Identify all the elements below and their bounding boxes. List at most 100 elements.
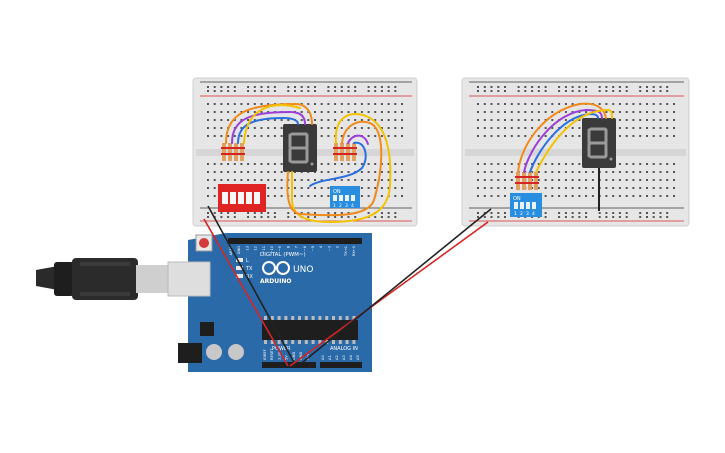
hole bbox=[320, 111, 323, 113]
wire-blue[interactable] bbox=[309, 141, 367, 187]
dip-toggle[interactable] bbox=[333, 195, 337, 201]
dip-toggle[interactable] bbox=[222, 192, 228, 204]
hole bbox=[354, 179, 357, 181]
hole bbox=[483, 86, 486, 88]
hole bbox=[524, 90, 527, 92]
resistor bbox=[346, 143, 350, 161]
hole bbox=[207, 216, 209, 218]
power-header[interactable] bbox=[262, 362, 316, 368]
wire-orange[interactable] bbox=[286, 120, 383, 217]
hole bbox=[300, 179, 303, 181]
dip-toggle[interactable] bbox=[514, 202, 518, 209]
hole bbox=[646, 216, 648, 218]
hole bbox=[625, 103, 628, 105]
wire-blue[interactable] bbox=[237, 116, 299, 144]
hole bbox=[504, 135, 506, 137]
dip-toggle[interactable] bbox=[532, 202, 536, 209]
wire-orange[interactable] bbox=[225, 102, 313, 144]
hole bbox=[247, 111, 250, 113]
wires-left[interactable] bbox=[225, 102, 392, 224]
power-jack[interactable] bbox=[178, 343, 202, 363]
dip-switch-red[interactable] bbox=[218, 184, 266, 212]
hole bbox=[220, 90, 223, 92]
hole bbox=[551, 179, 554, 181]
wire-red[interactable] bbox=[203, 218, 289, 367]
hole bbox=[517, 86, 520, 88]
hole bbox=[605, 171, 608, 173]
hole bbox=[247, 179, 250, 181]
dip-toggle[interactable] bbox=[526, 202, 530, 209]
hole bbox=[578, 90, 581, 92]
hole bbox=[578, 86, 581, 88]
dip-toggle[interactable] bbox=[254, 192, 260, 204]
hole bbox=[213, 179, 216, 181]
hole bbox=[287, 86, 290, 88]
hole bbox=[673, 135, 675, 137]
digital-header-label: DIGITAL (PWM~) bbox=[260, 252, 306, 258]
wire-yellow[interactable] bbox=[535, 108, 613, 173]
seven-segment-display-right[interactable] bbox=[582, 118, 616, 168]
hole bbox=[220, 103, 223, 105]
hole bbox=[347, 111, 350, 113]
dip-switch-blue-left[interactable]: ON 1 2 3 4 bbox=[330, 186, 360, 209]
wire-purple[interactable] bbox=[231, 110, 306, 144]
chip-pin bbox=[311, 316, 315, 320]
wire-purple[interactable] bbox=[523, 108, 603, 173]
hole bbox=[659, 86, 662, 88]
dip-toggle[interactable] bbox=[351, 195, 355, 201]
hole bbox=[504, 195, 506, 197]
hole bbox=[327, 119, 330, 121]
wire-orange[interactable] bbox=[517, 102, 607, 173]
led-rx bbox=[236, 274, 243, 278]
hole bbox=[659, 163, 662, 165]
hole bbox=[334, 216, 337, 218]
hole bbox=[646, 119, 648, 121]
resistor-group-left-2[interactable] bbox=[333, 143, 357, 161]
resistor-group-left-1[interactable] bbox=[221, 143, 245, 161]
wire-yellow[interactable] bbox=[291, 113, 392, 224]
dip-toggle[interactable] bbox=[230, 192, 236, 204]
hole bbox=[247, 216, 250, 218]
dip-toggle[interactable] bbox=[246, 192, 252, 204]
analog-header[interactable] bbox=[320, 362, 362, 368]
hole bbox=[394, 212, 397, 214]
dip-toggle[interactable] bbox=[520, 202, 524, 209]
hole bbox=[213, 103, 216, 105]
hole bbox=[267, 90, 270, 92]
usb-b-port[interactable] bbox=[167, 261, 211, 297]
hole bbox=[267, 135, 270, 137]
breadboard-right[interactable] bbox=[461, 77, 690, 227]
led-l bbox=[236, 258, 243, 262]
dip-toggle[interactable] bbox=[238, 192, 244, 204]
hole bbox=[639, 212, 642, 214]
hole bbox=[327, 212, 330, 214]
seven-segment-display-left[interactable] bbox=[283, 124, 317, 172]
hole bbox=[207, 135, 209, 137]
wire-purple[interactable] bbox=[347, 134, 369, 145]
resistor-group-right[interactable] bbox=[515, 172, 539, 190]
hole bbox=[394, 127, 397, 129]
usb-cable[interactable] bbox=[36, 258, 168, 300]
digital-header[interactable] bbox=[228, 238, 362, 244]
wire-red[interactable] bbox=[289, 221, 489, 367]
dip-toggle[interactable] bbox=[345, 195, 349, 201]
wire-yellow[interactable] bbox=[243, 104, 301, 144]
hole bbox=[360, 119, 363, 121]
hole bbox=[504, 163, 506, 165]
wire-black[interactable] bbox=[297, 208, 492, 367]
dip-toggle[interactable] bbox=[339, 195, 343, 201]
hole bbox=[625, 135, 628, 137]
dip-switch-blue-right[interactable]: ON 1 2 3 4 bbox=[510, 193, 542, 217]
wires-right[interactable] bbox=[517, 102, 613, 173]
hole bbox=[497, 135, 500, 137]
reset-button[interactable] bbox=[199, 238, 209, 248]
hole bbox=[632, 171, 635, 173]
wire-black[interactable] bbox=[207, 205, 297, 367]
wires-main[interactable] bbox=[203, 205, 492, 367]
dip-number: 2 bbox=[520, 211, 523, 217]
hole bbox=[531, 119, 534, 121]
chip-pin bbox=[270, 316, 274, 320]
hole bbox=[367, 119, 370, 121]
